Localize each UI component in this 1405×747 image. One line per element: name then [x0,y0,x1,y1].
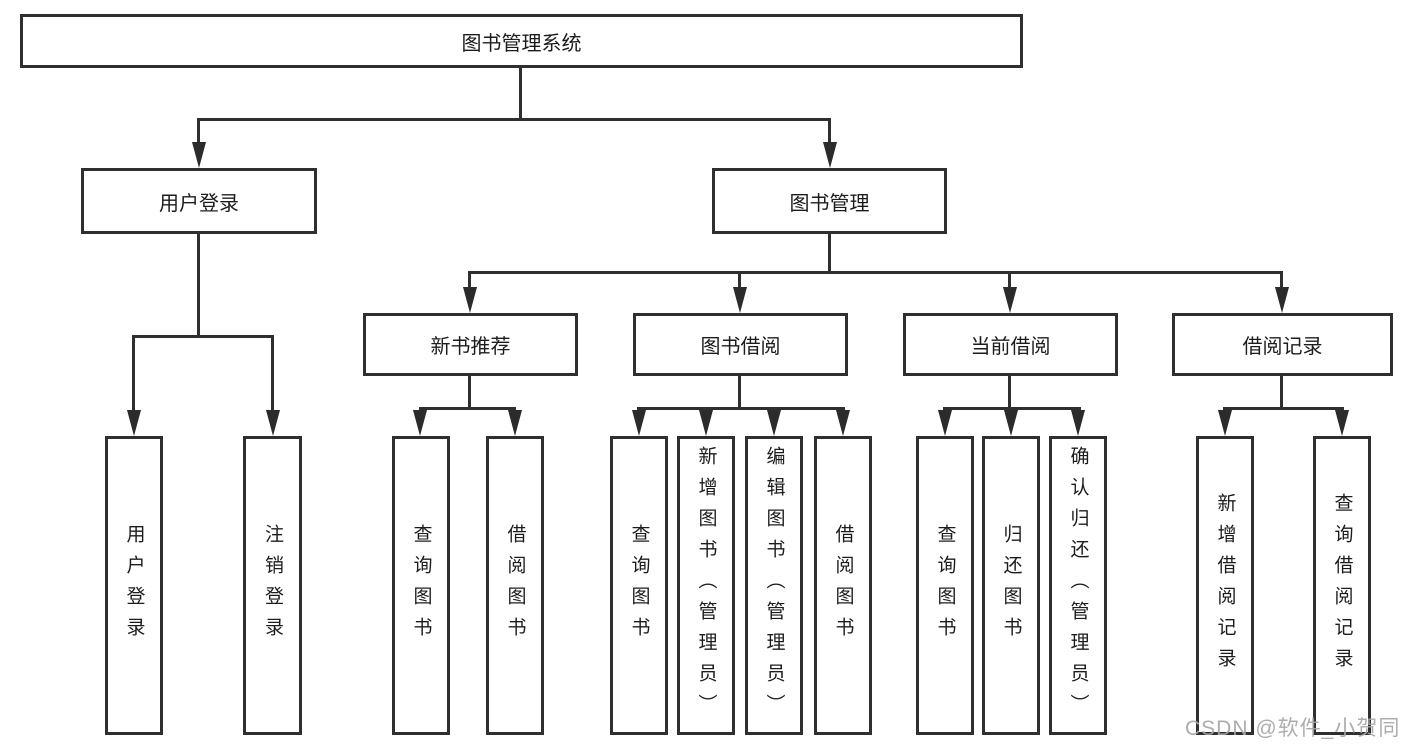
connector-line [1008,271,1011,291]
csdn-watermark: CSDN @软件_小贺同学 [1185,717,1401,740]
leaf-return-books: 归还图书 [982,436,1040,735]
arrowhead-icon [1071,410,1085,436]
leaf-borrow-books-borrowing: 借阅图书 [814,436,872,735]
connector-line [468,271,471,291]
connector-line [132,335,274,338]
arrowhead-icon [632,410,646,436]
leaf-user-login: 用户登录 [105,436,163,735]
node-new-book-recommend: 新书推荐 [363,313,578,376]
leaf-confirm-return-admin: 确认归还（管理员） [1049,436,1107,735]
leaf-query-books-recommend: 查询图书 [392,436,450,735]
connector-line [1008,376,1011,410]
node-book-borrowing: 图书借阅 [633,313,848,376]
leaf-add-borrow-record: 新增借阅记录 [1196,436,1254,735]
connector-line [197,118,831,121]
arrowhead-icon [1003,287,1017,313]
node-borrowing-records: 借阅记录 [1172,313,1393,376]
arrowhead-icon [733,287,747,313]
connector-line [1280,376,1283,410]
connector-line [468,271,1283,274]
leaf-query-books-current: 查询图书 [916,436,974,735]
connector-line [828,118,831,146]
connector-line [943,407,1081,410]
leaf-edit-books-admin: 编辑图书（管理员） [745,436,803,735]
connector-line [1223,407,1344,410]
arrowhead-icon [463,287,477,313]
arrowhead-icon [127,410,141,436]
node-current-borrowing: 当前借阅 [903,313,1118,376]
connector-line [419,407,516,410]
arrowhead-icon [836,410,850,436]
connector-line [1280,271,1283,291]
arrowhead-icon [1335,410,1349,436]
leaf-logout-login: 注销登录 [243,436,302,735]
connector-line [197,234,200,338]
arrowhead-icon [699,410,713,436]
leaf-query-books-borrowing: 查询图书 [610,436,668,735]
connector-line [519,68,522,120]
arrowhead-icon [767,410,781,436]
connector-line [637,407,845,410]
connector-line [738,376,741,410]
node-root: 图书管理系统 [20,14,1023,68]
arrowhead-icon [266,410,280,436]
connector-line [828,234,831,274]
connector-line [197,118,200,146]
connector-line [271,335,274,412]
arrowhead-icon [1275,287,1289,313]
arrowhead-icon [1004,410,1018,436]
arrowhead-icon [1218,410,1232,436]
connector-line [132,335,135,412]
leaf-add-books-admin: 新增图书（管理员） [677,436,735,735]
arrowhead-icon [938,410,952,436]
leaf-query-borrow-record: 查询借阅记录 [1313,436,1371,735]
arrowhead-icon [823,142,837,168]
arrowhead-icon [413,410,427,436]
node-user-login: 用户登录 [81,168,317,234]
node-book-management: 图书管理 [712,168,947,234]
arrowhead-icon [192,142,206,168]
arrowhead-icon [508,410,522,436]
connector-line [738,271,741,291]
leaf-borrow-books-recommend: 借阅图书 [486,436,544,735]
connector-line [468,376,471,410]
